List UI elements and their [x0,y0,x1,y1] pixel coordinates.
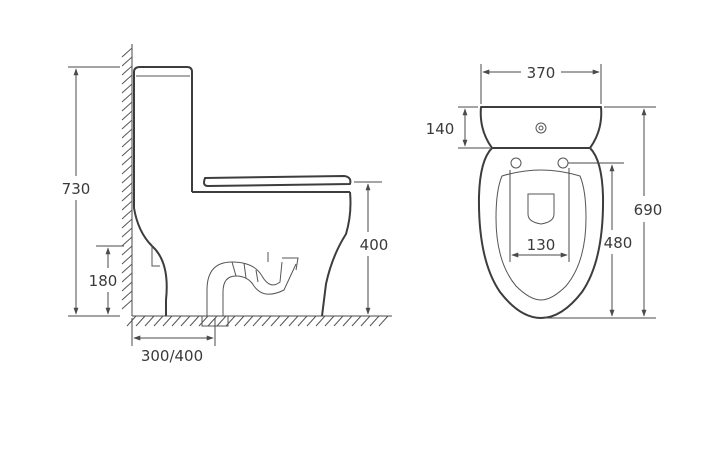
wall-hatch-line [121,92,133,103]
wall-hatch-line [121,209,133,220]
wall-hatch-line [121,164,133,175]
label-400: 400 [360,236,389,254]
wall-hatch-line [121,56,133,67]
top-view: 370 140 690 480 130 [426,64,663,319]
dimension-outlet-height: 180 [89,245,124,315]
floor-hatch-line [198,315,209,327]
wall-hatch-line [121,245,133,256]
wall-hatch-line [121,299,133,310]
floor-hatch-line [306,315,317,327]
wall-hatch-line [121,110,133,121]
wall-hatch-line [121,263,133,274]
dimension-rough-in: 300/400 [131,318,216,365]
dimension-tank-depth: 140 [426,106,490,149]
wall-hatch-line [121,290,133,301]
floor-hatch-line [342,315,353,327]
floor-hatch-line [378,315,389,327]
floor-hatch-line [207,315,218,327]
label-480: 480 [604,234,633,252]
floor-hatch-line [216,315,227,327]
wall-hatch-line [121,173,133,184]
label-180: 180 [89,272,118,290]
label-730: 730 [62,180,91,198]
toilet-top-outline [477,106,605,319]
wall-hatch-line [121,119,133,130]
wall-hatch-line [121,236,133,247]
wall-hatch-line [121,155,133,166]
wall-hatch-line [121,281,133,292]
floor-hatch-line [189,315,200,327]
wall-hatch-line [121,218,133,229]
floor-hatch-line [153,315,164,327]
wall-hatch-line [121,65,133,76]
floor-hatch-line [360,315,371,327]
floor-hatch-line [288,315,299,327]
dimension-bowl-depth: 480 [568,162,633,317]
side-view: 730 180 400 300/400 [62,44,392,365]
toilet-side-outline [133,66,352,327]
label-140: 140 [426,120,455,138]
label-690: 690 [634,201,663,219]
floor-hatch-line [234,315,245,327]
floor-hatch-line [351,315,362,327]
floor [126,315,392,327]
wall-hatch-line [121,227,133,238]
floor-hatch-line [279,315,290,327]
wall-hatch-line [121,254,133,265]
floor-hatch-line [261,315,272,327]
floor-hatch-line [252,315,263,327]
label-300-400: 300/400 [141,347,203,365]
floor-hatch-line [135,315,146,327]
floor-hatch-line [333,315,344,327]
label-130: 130 [527,236,556,254]
wall-hatch-line [121,101,133,112]
dimension-width: 370 [480,64,602,104]
floor-hatch-line [369,315,380,327]
wall-hatch-line [121,137,133,148]
floor-hatch-line [297,315,308,327]
wall-hatch-line [121,272,133,283]
wall [121,44,133,316]
dimension-total-height: 730 [62,66,120,317]
dimension-seat-height: 400 [354,181,389,315]
floor-hatch-line [225,315,236,327]
wall-hatch-line [121,83,133,94]
wall-hatch-line [121,146,133,157]
label-370: 370 [527,64,556,82]
floor-hatch-line [162,315,173,327]
wall-hatch-line [121,47,133,58]
floor-hatch-line [180,315,191,327]
wall-hatch-line [121,200,133,211]
wall-hatch-line [121,182,133,193]
floor-hatch-line [144,315,155,327]
wall-hatch-line [121,128,133,139]
dimension-hinge-spacing: 130 [509,168,570,262]
floor-hatch-line [315,315,326,327]
wall-hatch-line [121,191,133,202]
floor-hatch-line [270,315,281,327]
floor-hatch-line [243,315,254,327]
floor-hatch-line [171,315,182,327]
wall-hatch-line [121,74,133,85]
dimension-total-depth: 690 [544,106,663,319]
floor-hatch-line [324,315,335,327]
